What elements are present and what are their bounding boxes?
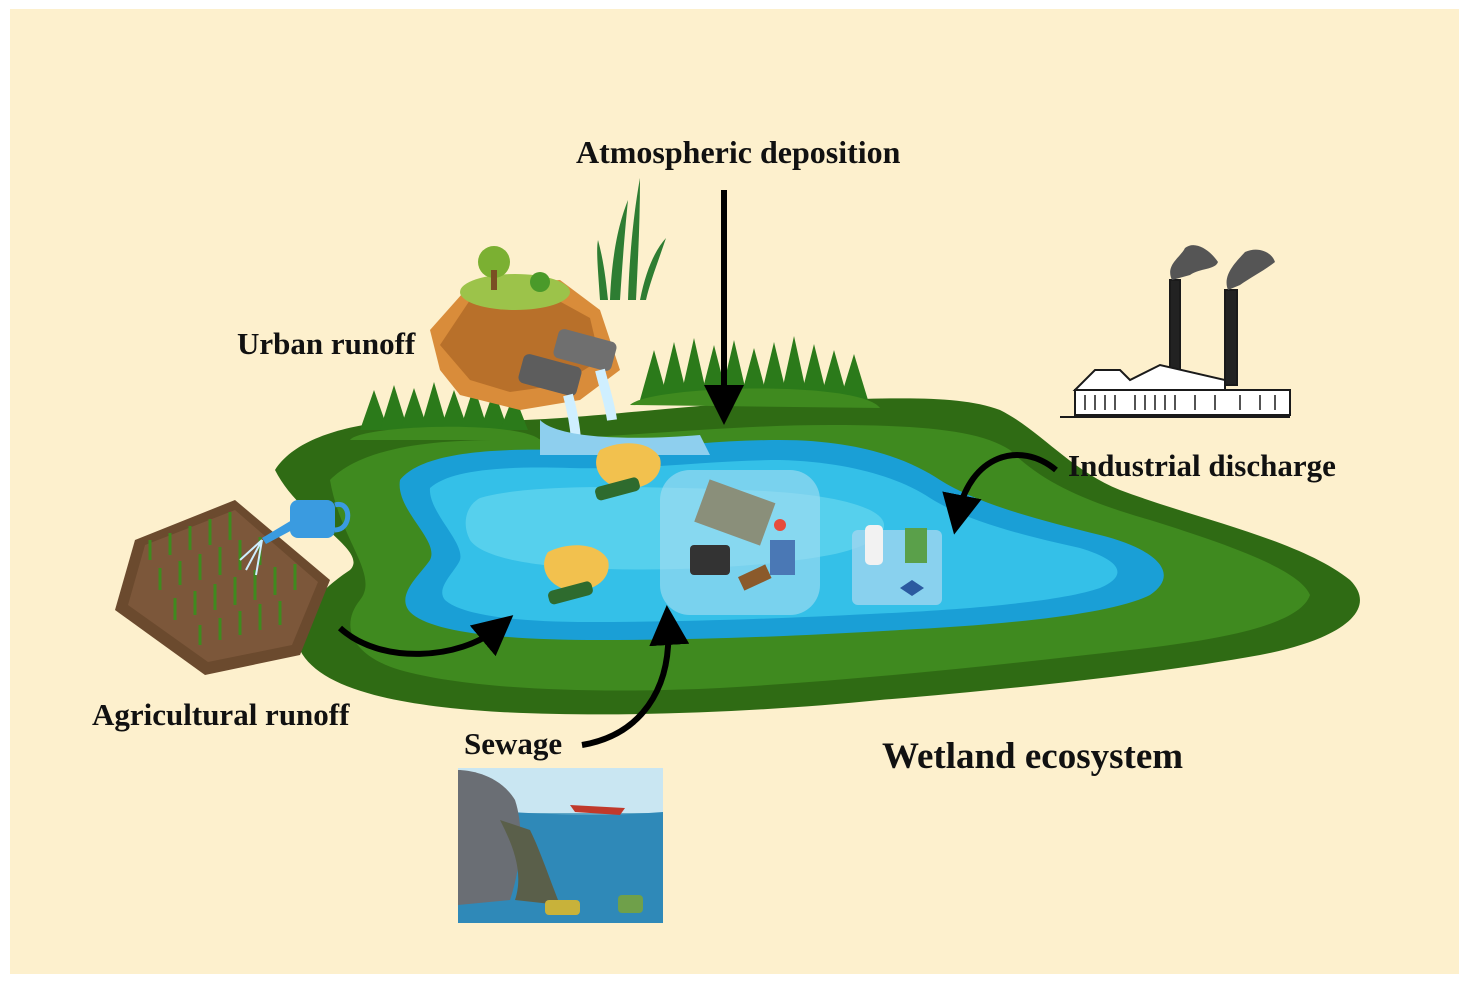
sewage-arrow (581, 605, 690, 748)
forest-icon (350, 336, 880, 440)
industrial-discharge-label: Industrial discharge (1068, 448, 1336, 483)
factory-icon (1060, 245, 1291, 418)
farm-field-icon (115, 500, 330, 675)
agricultural-arrow (337, 615, 514, 657)
agricultural-runoff-label: Agricultural runoff (92, 697, 350, 732)
sewage-scene-icon (458, 768, 663, 923)
sewage-label: Sewage (464, 726, 563, 761)
watering-can-icon (239, 500, 351, 576)
urban-runoff-label: Urban runoff (237, 326, 416, 361)
reeds-icon (597, 178, 666, 300)
atmospheric-deposition-label: Atmospheric deposition (576, 134, 901, 170)
drain-pipe-icon (518, 329, 710, 455)
trash-cluster-icon (544, 443, 942, 615)
wetland-ecosystem-label: Wetland ecosystem (882, 736, 1184, 777)
industrial-arrow (942, 452, 1058, 535)
flow-arrows (337, 190, 1058, 748)
